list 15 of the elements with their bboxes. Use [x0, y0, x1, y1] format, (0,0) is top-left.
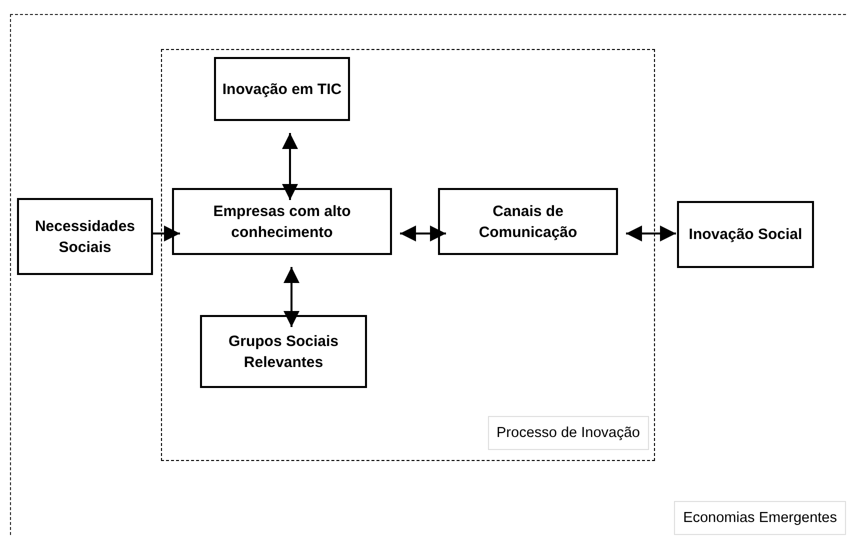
- region-label: Processo de Inovação: [488, 416, 649, 450]
- dashed-region: [10, 14, 846, 535]
- arrow: [626, 226, 676, 242]
- arrow: [284, 267, 300, 327]
- dashed-region: [161, 49, 655, 461]
- arrow: [282, 133, 298, 200]
- arrow: [400, 226, 446, 242]
- arrow: [152, 226, 180, 242]
- region-label: Economias Emergentes: [674, 501, 846, 535]
- process-box: Inovação Social: [677, 201, 814, 268]
- process-box: Grupos Sociais Relevantes: [200, 315, 367, 388]
- process-box: Necessidades Sociais: [17, 198, 153, 275]
- process-box: Canais de Comunicação: [438, 188, 618, 255]
- process-box: Empresas com alto conhecimento: [172, 188, 392, 255]
- process-box: Inovação em TIC: [214, 57, 350, 121]
